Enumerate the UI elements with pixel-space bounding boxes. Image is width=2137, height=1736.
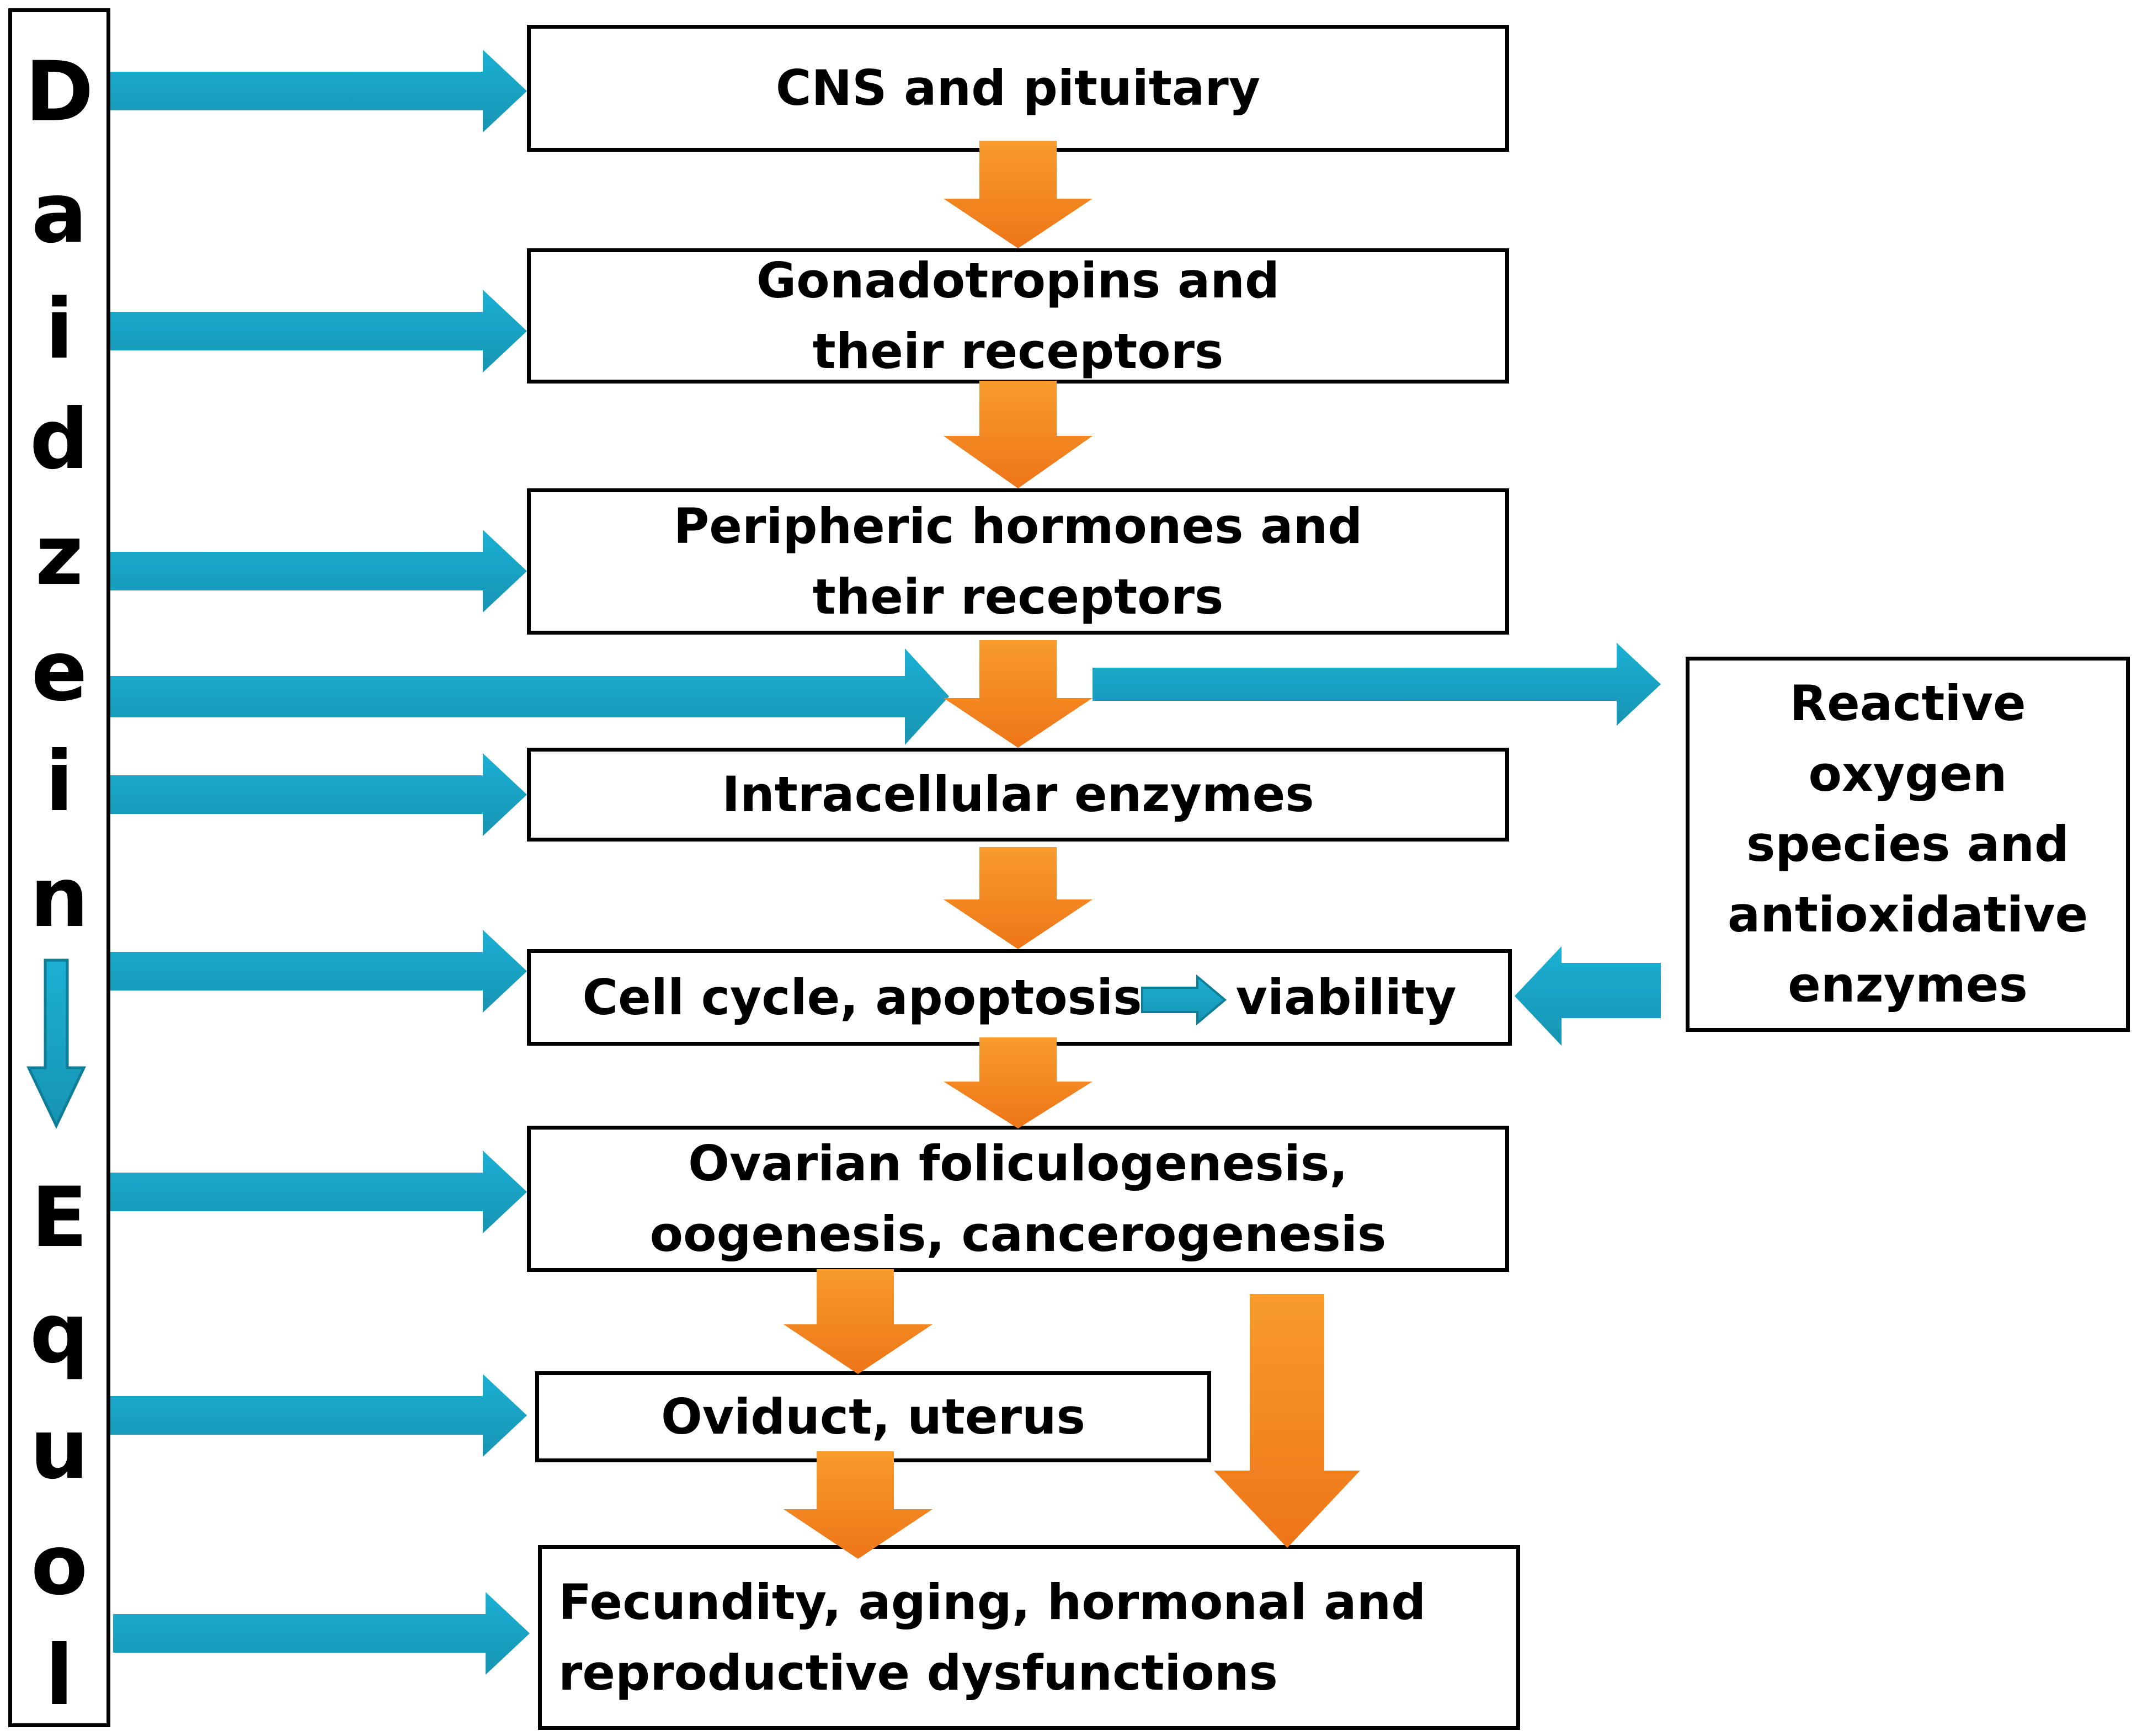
blue-arrow-to-cns [110, 50, 527, 132]
column-letter: u [30, 1402, 89, 1498]
blue-arrow-to-peripheric [110, 530, 527, 613]
viability-label: viability [1235, 968, 1457, 1026]
column-letter: o [30, 1517, 88, 1613]
column-letter: e [31, 624, 88, 720]
cns-box: CNS and pituitary [527, 25, 1509, 152]
cns-label: CNS and pituitary [775, 60, 1261, 117]
orange-arrow-cns-to-gonadotropins [944, 141, 1093, 248]
ros-box: Reactive oxygen species and antioxidativ… [1686, 657, 2130, 1032]
small-arrow-apoptosis-viability [1141, 974, 1227, 1026]
column-letter: l [45, 1628, 74, 1724]
blue-arrow-to-intracellular [110, 753, 527, 836]
peripheric-label: Peripheric hormones and their receptors [673, 497, 1363, 625]
ovarian-box: Ovarian foliculogenesis, oogenesis, canc… [527, 1126, 1509, 1272]
column-letter: q [29, 1286, 89, 1382]
fecundity-box: Fecundity, aging, hormonal and reproduct… [538, 1545, 1520, 1730]
column-letter: D [25, 44, 94, 140]
ros-label: Reactive oxygen species and antioxidativ… [1727, 675, 2088, 1014]
orange-arrow-gonadotropins-to-peripheric [944, 381, 1093, 488]
column-letter: i [45, 281, 74, 377]
peripheric-box: Peripheric hormones and their receptors [527, 488, 1509, 635]
blue-arrow-to-gonadotropins [110, 290, 527, 372]
blue-arrow-to-ros [1093, 643, 1661, 726]
column-letter: i [45, 734, 74, 830]
blue-arrow-to-center [110, 648, 949, 745]
orange-arrow-intracellular-to-cell-cycle [944, 847, 1093, 949]
orange-arrow-peripheric-to-intracellular [944, 640, 1093, 748]
blue-arrow-to-ovarian [110, 1151, 527, 1233]
fecundity-label: Fecundity, aging, hormonal and reproduct… [558, 1573, 1426, 1701]
daidzein-equol-column: D a i d z e i n E q u o l [8, 8, 110, 1727]
intracellular-box: Intracellular enzymes [527, 748, 1509, 842]
orange-arrow-ovarian-to-fecundity [1214, 1294, 1360, 1548]
cell-cycle-label: Cell cycle, apoptosis [582, 968, 1142, 1026]
orange-arrow-oviduct-to-fecundity [784, 1451, 932, 1559]
column-letter: a [31, 166, 88, 262]
column-letter: E [31, 1170, 88, 1266]
blue-arrow-from-ros [1515, 946, 1661, 1046]
ovarian-label: Ovarian foliculogenesis, oogenesis, canc… [649, 1135, 1387, 1263]
blue-arrow-to-cell-cycle [110, 930, 527, 1013]
column-letter: z [35, 508, 84, 604]
column-letter: d [29, 392, 89, 488]
intracellular-label: Intracellular enzymes [722, 766, 1314, 823]
daidzein-to-equol-arrow [26, 958, 86, 1129]
orange-arrow-cell-cycle-to-ovarian [944, 1037, 1093, 1128]
blue-arrow-to-fecundity [113, 1592, 530, 1675]
oviduct-label: Oviduct, uterus [660, 1388, 1086, 1445]
blue-arrow-to-oviduct [110, 1374, 527, 1457]
orange-arrow-ovarian-to-oviduct [784, 1269, 932, 1374]
cell-cycle-box: Cell cycle, apoptosis viability [527, 949, 1512, 1046]
gonadotropins-box: Gonadotropins and their receptors [527, 248, 1509, 384]
column-letter: n [30, 850, 89, 946]
gonadotropins-label: Gonadotropins and their receptors [756, 252, 1280, 380]
